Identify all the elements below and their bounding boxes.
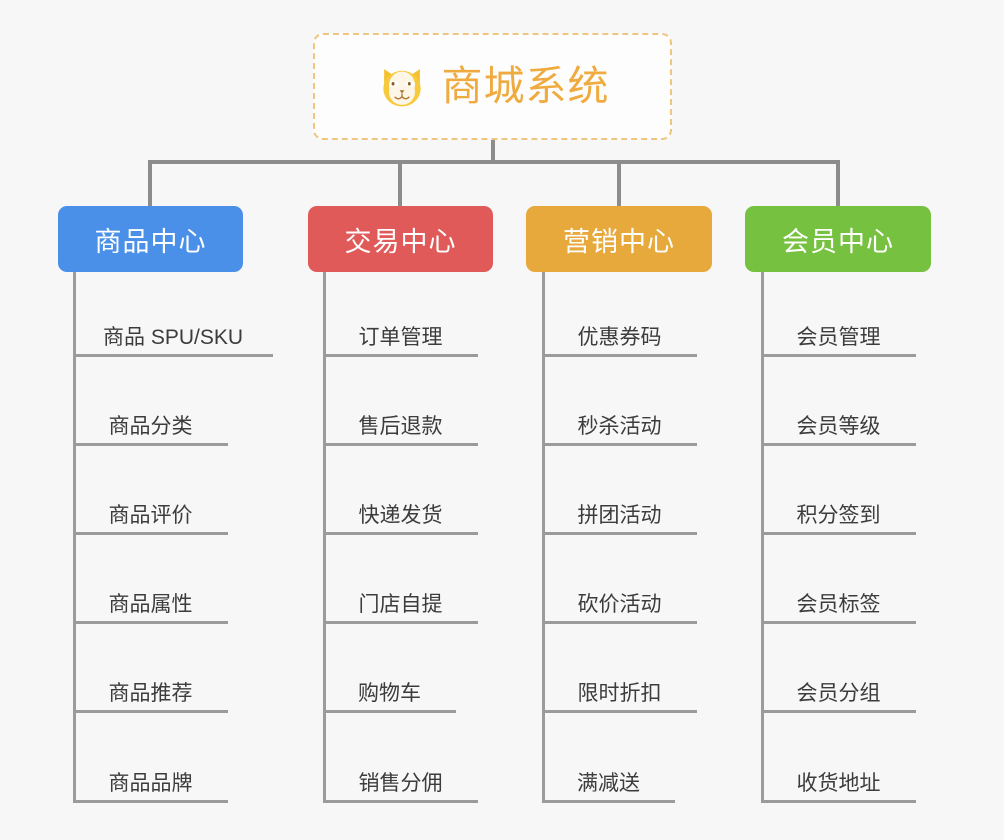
leaf-item[interactable]: 积分签到 [761,505,916,535]
category-label: 营销中心 [563,226,675,257]
leaf-label: 满减送 [577,772,640,795]
leaf-label: 砍价活动 [577,593,662,616]
category-box-product-center[interactable]: 商品中心 [58,206,243,272]
leaf-item[interactable]: 会员管理 [761,327,916,357]
leaf-item[interactable]: 商品属性 [73,594,228,624]
leaf-item[interactable]: 收货地址 [761,773,916,803]
leaf-item[interactable]: 会员等级 [761,416,916,446]
category-label: 会员中心 [782,226,894,257]
leaf-item[interactable]: 会员标签 [761,594,916,624]
leaf-label: 售后退款 [358,415,443,438]
leaf-item[interactable]: 门店自提 [323,594,478,624]
leaf-label: 商品品牌 [108,772,193,795]
leaf-item[interactable]: 优惠券码 [542,327,697,357]
shiba-dog-face-icon [376,61,428,113]
leaf-item[interactable]: 限时折扣 [542,683,697,713]
leaf-item[interactable]: 快递发货 [323,505,478,535]
leaf-label: 拼团活动 [577,504,662,527]
leaf-item[interactable]: 满减送 [542,773,675,803]
leaf-label: 商品属性 [108,593,193,616]
column-spine-marketing-center [542,272,545,803]
leaf-label: 商品 SPU/SKU [102,326,244,349]
leaf-label: 商品分类 [108,415,193,438]
category-box-trade-center[interactable]: 交易中心 [308,206,493,272]
category-box-member-center[interactable]: 会员中心 [745,206,931,272]
leaf-item[interactable]: 商品品牌 [73,773,228,803]
leaf-item[interactable]: 会员分组 [761,683,916,713]
category-label: 交易中心 [344,226,457,257]
leaf-label: 门店自提 [358,593,443,616]
leaf-item[interactable]: 商品评价 [73,505,228,535]
leaf-label: 会员标签 [796,593,881,616]
leaf-label: 积分签到 [796,504,881,527]
leaf-item[interactable]: 售后退款 [323,416,478,446]
leaf-label: 优惠券码 [577,326,662,349]
column-spine-trade-center [323,272,326,803]
category-label: 商品中心 [94,226,207,257]
leaf-label: 收货地址 [796,772,881,795]
leaf-item[interactable]: 销售分佣 [323,773,478,803]
root-title: 商城系统 [441,63,610,109]
leaf-item[interactable]: 商品 SPU/SKU [73,327,273,357]
leaf-label: 会员分组 [796,682,881,705]
column-spine-product-center [73,272,76,803]
leaf-label: 快递发货 [358,504,443,527]
category-box-marketing-center[interactable]: 营销中心 [526,206,712,272]
leaf-label: 商品评价 [108,504,193,527]
leaf-item[interactable]: 砍价活动 [542,594,697,624]
connector-root-stem [491,140,495,164]
leaf-label: 限时折扣 [577,682,662,705]
leaf-item[interactable]: 拼团活动 [542,505,697,535]
leaf-label: 会员管理 [796,326,881,349]
connector-horizontal-bus [150,160,840,164]
leaf-label: 订单管理 [358,326,443,349]
connector-drop-product-center [148,160,152,208]
leaf-item[interactable]: 订单管理 [323,327,478,357]
leaf-label: 购物车 [358,682,421,705]
connector-drop-member-center [836,160,840,208]
root-node[interactable]: 商城系统 [313,33,672,140]
leaf-label: 会员等级 [796,415,881,438]
leaf-label: 销售分佣 [358,772,443,795]
column-spine-member-center [761,272,764,803]
connector-drop-trade-center [398,160,402,208]
leaf-item[interactable]: 商品推荐 [73,683,228,713]
leaf-item[interactable]: 商品分类 [73,416,228,446]
leaf-label: 秒杀活动 [577,415,662,438]
leaf-label: 商品推荐 [108,682,193,705]
leaf-item[interactable]: 秒杀活动 [542,416,697,446]
leaf-item[interactable]: 购物车 [323,683,456,713]
connector-drop-marketing-center [617,160,621,208]
